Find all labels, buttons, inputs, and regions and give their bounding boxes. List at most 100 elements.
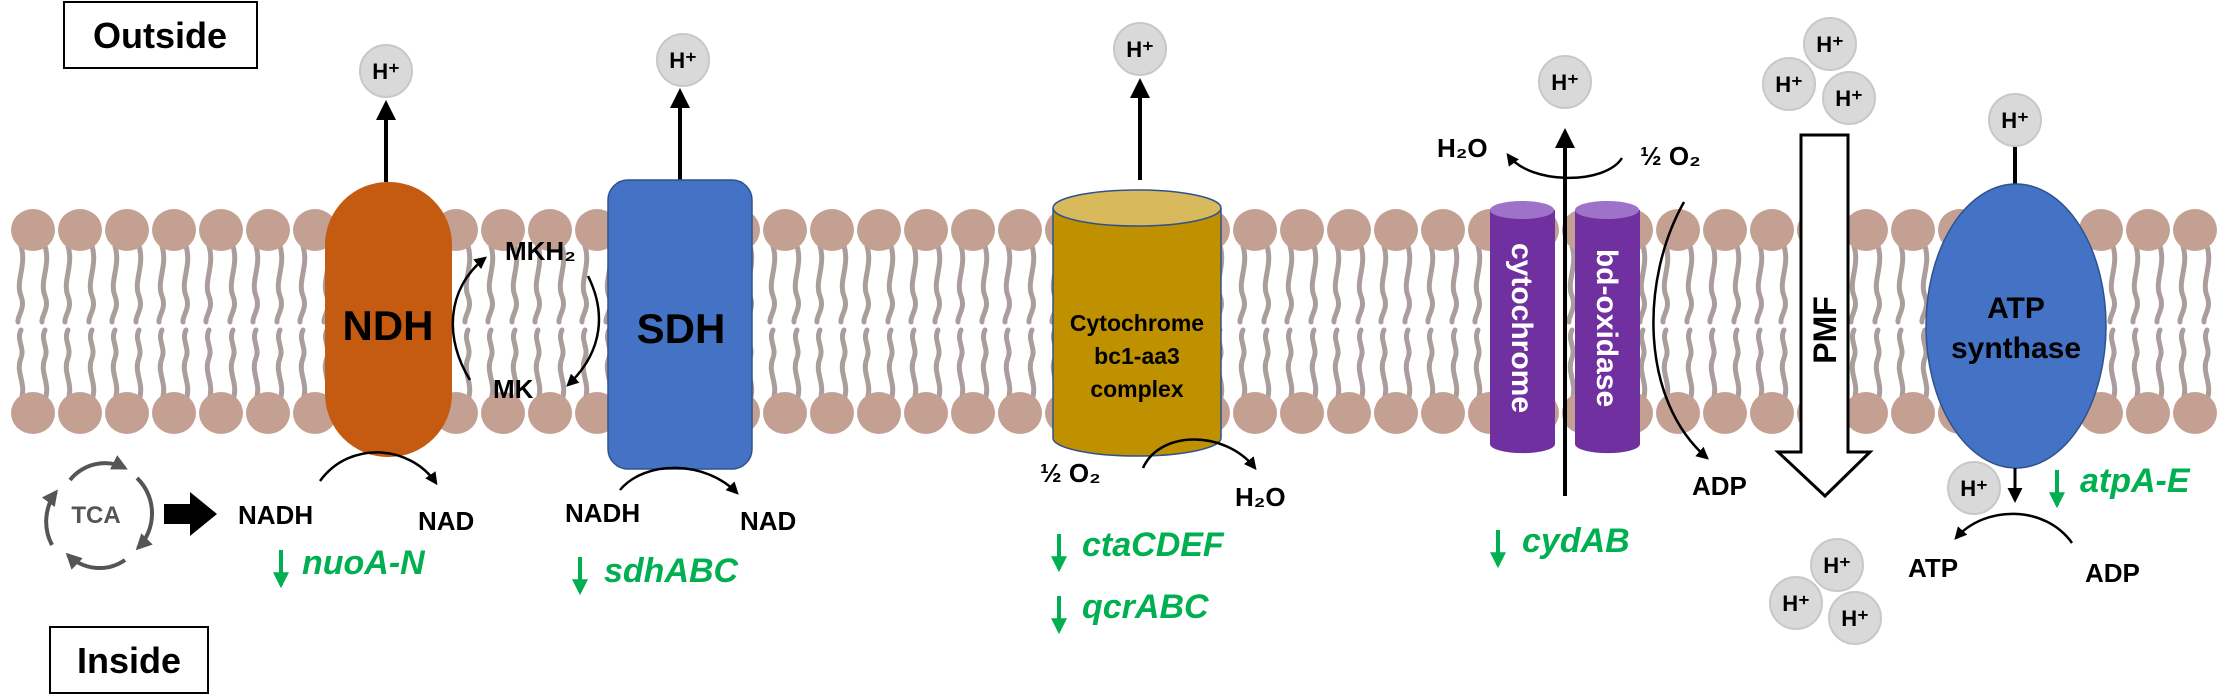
lipid-tail <box>40 327 50 403</box>
lipid-tail <box>1425 243 1436 325</box>
lipid-tail <box>980 327 990 403</box>
cytochrome-bc1-label-line3: complex <box>1090 376 1184 402</box>
gene-label-nuo: nuoA-N <box>302 544 426 582</box>
lipid-tail <box>815 327 825 403</box>
atp-synthase: ATP synthase <box>1925 146 2107 503</box>
lipid-tail <box>979 243 990 325</box>
gene-label-qcr: qcrABC <box>1082 588 1209 626</box>
proton-label: H⁺ <box>1816 32 1844 57</box>
lipid-tail <box>1284 243 1295 325</box>
lipid-head <box>58 209 102 251</box>
lipid-tail <box>2202 327 2212 403</box>
lipid-tail <box>2108 327 2118 403</box>
lipid-head <box>1280 209 1324 251</box>
lipid-head <box>951 209 995 251</box>
lipid-tail <box>838 243 849 325</box>
lipid-tail <box>1872 243 1883 325</box>
lipid-tail <box>15 243 26 325</box>
lipid-tail <box>133 243 144 325</box>
lipid-tail <box>532 243 543 325</box>
lipid-tail <box>1638 327 1648 403</box>
lipid-tail <box>1708 327 1718 403</box>
cytochrome-bc1-label-line1: Cytochrome <box>1070 310 1204 336</box>
proton-icon: H⁺ <box>1947 461 2001 515</box>
lipid-head <box>11 392 55 434</box>
half-o2-label: ½ O₂ <box>1040 458 1101 488</box>
lipid-head <box>199 209 243 251</box>
lipid-tail <box>557 327 567 403</box>
proton-icon: H⁺ <box>1113 22 1167 76</box>
gene-sdh: sdhABC <box>572 552 739 596</box>
lipid-tail <box>297 243 308 325</box>
lipid-tail <box>862 327 872 403</box>
cytochrome-bd-oxidase: cytochrome bd-oxidase <box>1490 128 1640 496</box>
lipid-head <box>1233 392 1277 434</box>
tca-label: TCA <box>71 502 120 529</box>
nadh-label-ndh: NADH <box>238 500 313 530</box>
outside-label-box: Outside <box>63 1 258 69</box>
lipid-head <box>152 392 196 434</box>
lipid-head <box>528 392 572 434</box>
lipid-tail <box>462 243 473 325</box>
lipid-tail <box>1755 327 1765 403</box>
lipid-tail <box>86 243 97 325</box>
lipid-head <box>1891 209 1935 251</box>
lipid-tail <box>509 243 520 325</box>
lipid-tail <box>2130 243 2141 325</box>
lipid-tail <box>1566 243 1577 325</box>
cytochrome-label: cytochrome <box>1505 243 1538 413</box>
proton-label: H⁺ <box>1960 476 1988 501</box>
lipid-head <box>1327 209 1371 251</box>
lipid-tail <box>909 327 919 403</box>
lipid-tail <box>2107 243 2118 325</box>
lipid-tail <box>16 327 26 403</box>
lipid-tail <box>1026 243 1037 325</box>
lipid-tail <box>767 243 778 325</box>
lipid-head <box>481 209 525 251</box>
lipid-tail <box>1896 327 1906 403</box>
lipid-tail <box>250 243 261 325</box>
bd-oxidase-label: bd-oxidase <box>1590 249 1623 407</box>
lipid-tail <box>1567 327 1577 403</box>
pmf-arrow: PMF <box>1774 133 1874 499</box>
lipid-head <box>904 209 948 251</box>
proton-icon: H⁺ <box>359 44 413 98</box>
lipid-tail <box>1238 327 1248 403</box>
gene-label-cta: ctaCDEF <box>1082 526 1225 564</box>
gene-label-atp: atpA-E <box>2080 462 2191 500</box>
lipid-head <box>2079 209 2123 251</box>
lipid-head <box>1703 209 1747 251</box>
atp-synthase-label-line1: ATP <box>1987 292 2045 325</box>
lipid-tail <box>861 243 872 325</box>
adp-label-bd: ADP <box>1692 471 1747 501</box>
lipid-tail <box>1285 327 1295 403</box>
tca-to-nadh-arrow <box>164 492 217 536</box>
lipid-tail <box>886 327 896 403</box>
proton-label: H⁺ <box>372 59 400 84</box>
lipid-tail <box>1356 327 1366 403</box>
gene-qcr: qcrABC <box>1051 588 1209 635</box>
lipid-tail <box>1637 243 1648 325</box>
lipid-head <box>857 209 901 251</box>
lipid-tail <box>1848 243 1859 325</box>
pmf-label: PMF <box>1807 296 1843 364</box>
lipid-head <box>1374 209 1418 251</box>
lipid-tail <box>510 327 520 403</box>
lipid-tail <box>1402 243 1413 325</box>
lipid-tail <box>109 243 120 325</box>
lipid-tail <box>556 243 567 325</box>
gene-cyd: cydAB <box>1490 522 1630 569</box>
lipid-tail <box>1472 243 1483 325</box>
lipid-head <box>105 209 149 251</box>
lipid-tail <box>1332 327 1342 403</box>
lipid-head <box>58 392 102 434</box>
lipid-tail <box>298 327 308 403</box>
lipid-tail <box>933 327 943 403</box>
proton-label: H⁺ <box>669 48 697 73</box>
proton-label: H⁺ <box>1126 37 1154 62</box>
nadh-label-sdh: NADH <box>565 498 640 528</box>
lipid-head <box>951 392 995 434</box>
lipid-tail <box>134 327 144 403</box>
lipid-head <box>1280 392 1324 434</box>
lipid-tail <box>1308 243 1319 325</box>
